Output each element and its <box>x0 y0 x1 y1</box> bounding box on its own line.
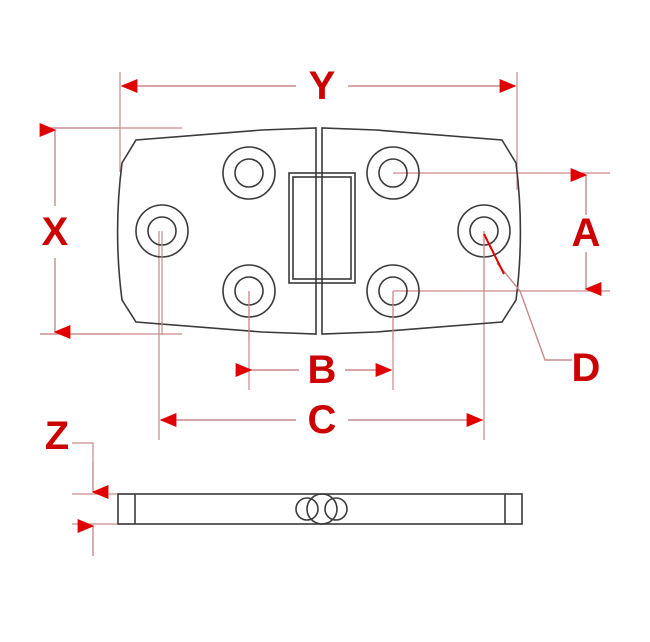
dimension-label-z: Z <box>45 414 69 458</box>
side-view-knuckle-left <box>295 497 319 521</box>
side-view-knuckle-seam-right <box>321 493 338 525</box>
knuckle-block-inner <box>292 176 352 280</box>
hole-top-inner-right-outer-ring <box>366 146 420 200</box>
plan-view <box>116 127 522 335</box>
hole-top-inner-left-bore <box>234 158 264 188</box>
dimension-label-x: X <box>42 210 69 254</box>
dimension-label-d: D <box>572 346 601 390</box>
side-view-bar <box>117 493 523 525</box>
hinge-leaf-right-outline <box>321 127 522 335</box>
hole-centre-lines <box>161 231 485 340</box>
hinge-leaf-left-outline <box>116 127 317 335</box>
side-view-knuckle-seam-left <box>306 493 323 525</box>
dimension-labels: Y X A B C D Z <box>42 64 601 458</box>
extension-lines <box>40 72 610 525</box>
dimension-label-a: A <box>572 211 601 255</box>
dim-leader-d-arrowhead <box>483 233 505 275</box>
dimension-lines <box>39 79 602 556</box>
dim-leader-d <box>496 262 572 361</box>
hole-top-inner-right-bore <box>378 158 408 188</box>
knuckle-block-outer <box>288 172 356 284</box>
side-view-knuckle-right <box>324 497 348 521</box>
dimension-label-b: B <box>308 348 337 392</box>
dimension-label-c: C <box>308 398 337 442</box>
ext-z-leader <box>72 442 94 462</box>
dimension-label-y: Y <box>309 64 336 108</box>
side-view <box>117 493 523 525</box>
hole-top-inner-left-outer-ring <box>222 146 276 200</box>
